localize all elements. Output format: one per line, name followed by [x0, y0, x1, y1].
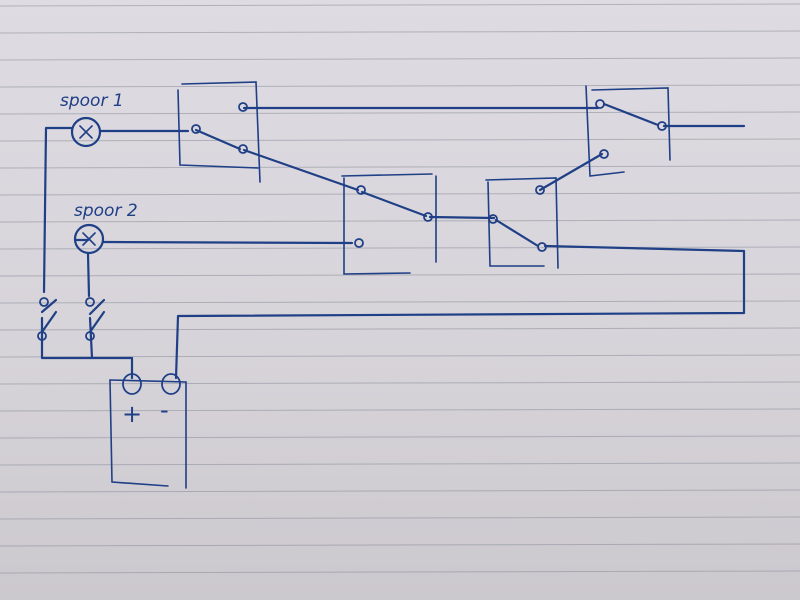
switch-a-box: [177, 81, 261, 183]
switch-b-bottom-terminal: [354, 238, 364, 248]
switch-a-bottom-terminal: [238, 144, 248, 154]
switch-a-top-terminal: [238, 102, 248, 112]
switch-d-common-terminal: [657, 121, 667, 131]
push-switch-1: [37, 297, 58, 341]
switch-d-bottom-terminal: [599, 149, 609, 159]
battery-plus-terminal: [122, 373, 142, 395]
switch-b-top-terminal: [356, 185, 366, 195]
switch-d-box: [585, 85, 671, 177]
lamp1-cross-circle-icon: [70, 116, 102, 148]
lamp2-label: spoor 2: [74, 201, 138, 221]
switch-c-bottom-terminal: [537, 242, 547, 252]
battery-minus-sign: -: [160, 396, 169, 424]
switch-a-common-terminal: [191, 124, 201, 134]
push-switch-2: [85, 297, 106, 341]
battery-icon: + -: [109, 373, 187, 489]
switch-b-box: [341, 173, 437, 275]
switch-c-box: [485, 177, 559, 269]
switch-c-top-terminal: [535, 185, 545, 195]
battery-minus-terminal: [161, 373, 181, 395]
battery-plus-sign: +: [122, 400, 142, 428]
wires: [40, 102, 746, 380]
switch-d-top-terminal: [595, 99, 605, 109]
switch-c-common-terminal: [488, 214, 498, 224]
lamp1-label: spoor 1: [60, 91, 124, 111]
switch-b-common-terminal: [423, 212, 433, 222]
paper-rules: [0, 3, 800, 574]
